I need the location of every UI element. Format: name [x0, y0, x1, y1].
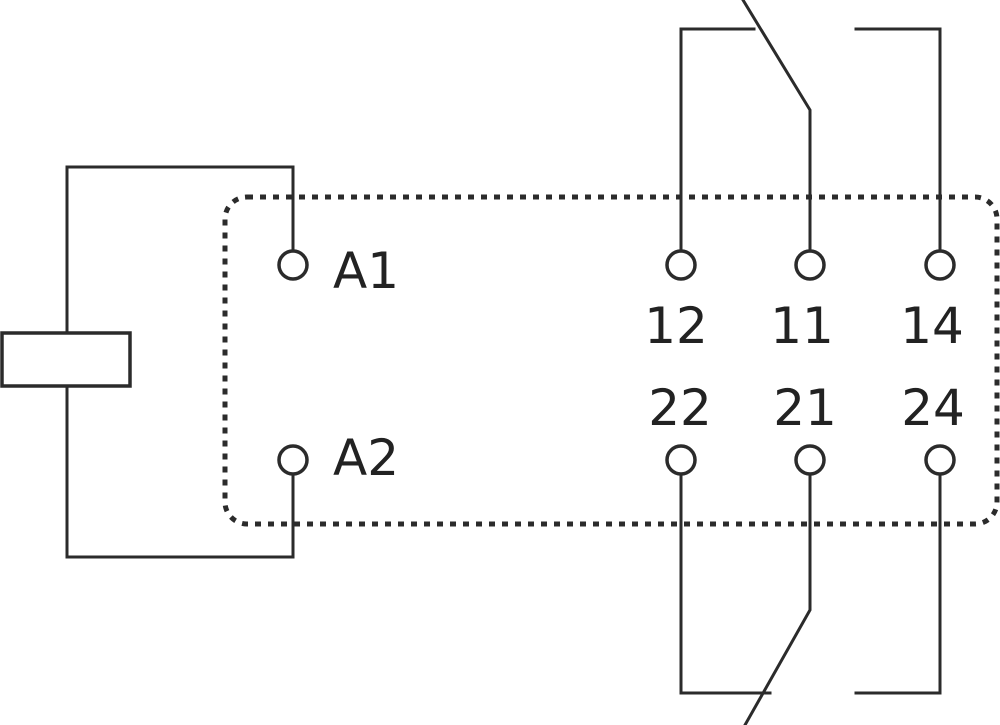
terminal-14 [924, 249, 956, 281]
label-11: 11 [770, 297, 834, 355]
coil-symbol [0, 331, 132, 388]
label-12: 12 [644, 297, 708, 355]
terminal-12 [665, 249, 697, 281]
terminal-a1 [277, 249, 309, 281]
relay-housing-frame [222, 194, 1000, 527]
contact-set-2 [679, 470, 942, 725]
terminal-24 [924, 444, 956, 476]
contact-set-1 [679, 0, 942, 254]
label-a1: A1 [333, 242, 399, 300]
contact-wire-12 [679, 27, 756, 254]
coil-wire-a2 [65, 385, 295, 559]
terminal-a2 [277, 444, 309, 476]
contact-wire-14 [854, 27, 942, 254]
terminal-22 [665, 444, 697, 476]
label-14: 14 [900, 297, 964, 355]
contact-wire-21 [743, 470, 812, 725]
contact-wire-11 [741, 0, 812, 254]
label-21: 21 [773, 379, 837, 437]
coil-circuit [0, 165, 295, 559]
label-24: 24 [901, 379, 965, 437]
contact-wire-22 [679, 470, 772, 695]
coil-wire-a1 [65, 165, 295, 335]
terminal-21 [794, 444, 826, 476]
contact-wire-24 [854, 470, 942, 695]
label-22: 22 [648, 379, 712, 437]
label-a2: A2 [333, 429, 399, 487]
terminal-11 [794, 249, 826, 281]
